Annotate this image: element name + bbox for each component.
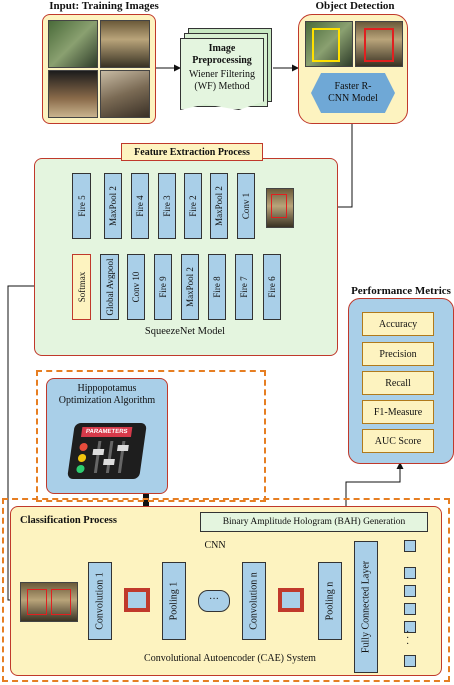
cae-system-label: Convolutional Autoencoder (CAE) System: [144, 653, 316, 664]
parameters-badge: PARAMETERS: [80, 427, 133, 437]
input-panel: [42, 14, 156, 124]
classification-title: Classification Process: [20, 515, 117, 526]
arrow-to-performance: [345, 462, 404, 512]
block-conv10: Conv 10: [127, 254, 145, 320]
block-fire5: Fire 5: [72, 173, 91, 239]
optimizer-panel: Hippopotamus Optimization Algorithm PARA…: [46, 378, 168, 494]
preprocessing-method: Wiener Filtering (WF) Method: [189, 69, 255, 92]
optimizer-title: Hippopotamus Optimization Algorithm: [58, 383, 156, 406]
output-node: [404, 540, 416, 552]
ellipsis-node: ···: [198, 590, 230, 612]
metric-f1-measure: F1-Measure: [362, 400, 434, 424]
detection-image-1: [305, 21, 353, 67]
feature-map-1: [124, 588, 150, 612]
block-global-avgpool: Global Avgpool: [100, 254, 119, 320]
classification-dashed-frame: [2, 498, 450, 682]
training-image-4: [100, 70, 150, 118]
bounding-box: [364, 28, 394, 62]
object-detection-title: Object Detection: [315, 0, 395, 12]
squeezenet-input-image: [266, 188, 294, 228]
optimizer-dashed-frame: [36, 370, 266, 502]
metric-auc-score: AUC Score: [362, 429, 434, 453]
preprocessing-title: Image Preprocessing: [192, 43, 252, 66]
training-image-1: [48, 20, 98, 68]
training-image-3: [48, 70, 98, 118]
output-node: [404, 655, 416, 667]
output-node: [404, 621, 416, 633]
feature-extraction-title: Feature Extraction Process: [121, 143, 263, 161]
block-convolution-1: Convolution 1: [88, 562, 112, 640]
output-node: [404, 585, 416, 597]
squeezenet-label: SqueezeNet Model: [144, 326, 226, 337]
output-node: [404, 567, 416, 579]
block-fire6: Fire 6: [263, 254, 281, 320]
bounding-box: [312, 28, 340, 62]
training-image-2: [100, 20, 150, 68]
bah-generation: Binary Amplitude Hologram (BAH) Generati…: [200, 512, 428, 532]
block-fire8: Fire 8: [208, 254, 226, 320]
block-fire9: Fire 9: [154, 254, 172, 320]
block-conv1: Conv 1: [237, 173, 255, 239]
output-ellipsis: ···: [406, 627, 410, 650]
parameters-console-icon: PARAMETERS: [67, 423, 147, 479]
block-maxpool2-a: MaxPool 2: [104, 173, 122, 239]
block-fire7: Fire 7: [235, 254, 253, 320]
block-fire3: Fire 3: [158, 173, 176, 239]
block-maxpool2-c: MaxPool 2: [181, 254, 199, 320]
faster-rcnn-model: Faster R-CNN Model: [311, 73, 395, 113]
block-fully-connected: Fully Connected Layer: [354, 541, 378, 673]
feature-map-n: [278, 588, 304, 612]
detection-image-2: [355, 21, 403, 67]
output-node: [404, 603, 416, 615]
metric-precision: Precision: [362, 342, 434, 366]
block-fire2: Fire 2: [184, 173, 202, 239]
cnn-label: CNN: [204, 540, 226, 551]
block-pooling-n: Pooling n: [318, 562, 342, 640]
input-title: Input: Training Images: [49, 0, 159, 12]
block-pooling-1: Pooling 1: [162, 562, 186, 640]
block-fire4: Fire 4: [131, 173, 149, 239]
preprocessing-doc: Image Preprocessing Wiener Filtering (WF…: [180, 38, 264, 110]
block-maxpool2-b: MaxPool 2: [210, 173, 228, 239]
block-convolution-n: Convolution n: [242, 562, 266, 640]
performance-title: Performance Metrics: [351, 285, 451, 297]
classification-input-image: [20, 582, 78, 622]
metric-accuracy: Accuracy: [362, 312, 434, 336]
block-softmax: Softmax: [72, 254, 91, 320]
metric-recall: Recall: [362, 371, 434, 395]
object-detection-panel: Faster R-CNN Model: [298, 14, 408, 124]
